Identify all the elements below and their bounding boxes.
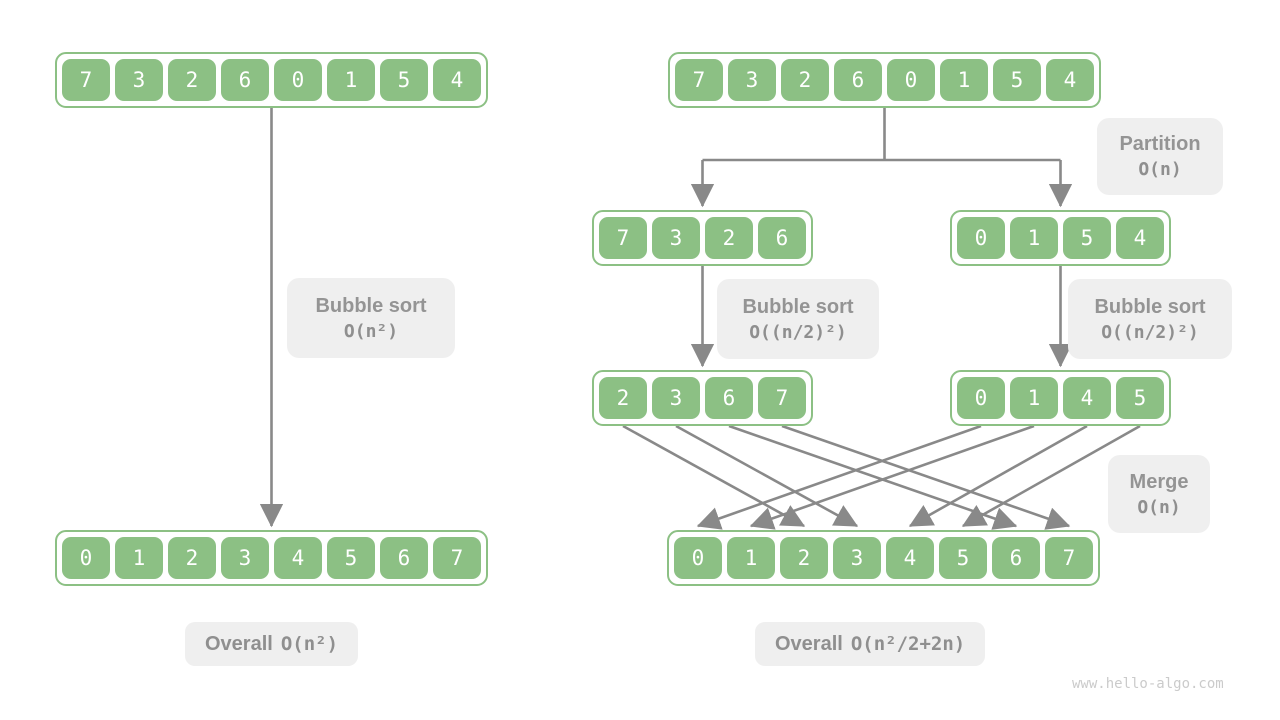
array-cell: 1 [940,59,988,101]
label-title: Merge [1129,470,1189,493]
array-cell: 4 [433,59,481,101]
array-cell: 7 [62,59,110,101]
array-cell: 3 [221,537,269,579]
array-cell: 3 [833,537,881,579]
overall-complexity: O(n²/2+2n) [850,633,966,655]
array-cell: 2 [781,59,829,101]
array-cell: 6 [992,537,1040,579]
overall-prefix: Overall [775,632,843,655]
array-cell: 5 [380,59,428,101]
array-cell: 3 [115,59,163,101]
array-cell: 3 [652,217,700,259]
array-cell: 0 [957,377,1005,419]
right-overall-label: Overall O(n²/2+2n) [755,622,986,666]
label-complexity: O((n/2)²) [1101,321,1199,343]
overall-complexity: O(n²) [280,633,339,655]
array-cell: 1 [115,537,163,579]
right-bubble-sort-label-right: Bubble sort O((n/2)²) [1068,279,1232,359]
array-cell: 2 [168,59,216,101]
array-cell: 0 [674,537,722,579]
label-complexity: O((n/2)²) [749,321,847,343]
array-cell: 7 [433,537,481,579]
array-cell: 5 [993,59,1041,101]
right-bubble-sort-label-left: Bubble sort O((n/2)²) [717,279,879,359]
merge-label: Merge O(n) [1108,455,1210,533]
array-cell: 2 [705,217,753,259]
array-cell: 2 [780,537,828,579]
array-cell: 5 [1063,217,1111,259]
array-cell: 7 [675,59,723,101]
left-overall-label: Overall O(n²) [185,622,359,666]
array-cell: 6 [705,377,753,419]
array-cell: 1 [1010,217,1058,259]
array-cell: 4 [1116,217,1164,259]
array-cell: 2 [599,377,647,419]
label-title: Bubble sort [315,294,427,317]
array-cell: 6 [221,59,269,101]
array-cell: 1 [1010,377,1058,419]
array-cell: 0 [274,59,322,101]
array-cell: 6 [758,217,806,259]
label-complexity: O(n) [1138,159,1182,180]
partition-label: Partition O(n) [1097,118,1223,195]
left-bubble-sort-label: Bubble sort O(n²) [287,278,455,358]
array-cell: 0 [887,59,935,101]
watermark: www.hello-algo.com [1072,676,1224,692]
array-cell: 7 [758,377,806,419]
label-title: Bubble sort [1094,295,1206,318]
array-cell: 5 [327,537,375,579]
array-cell: 4 [274,537,322,579]
label-complexity: O(n) [1137,496,1181,518]
overall-prefix: Overall [205,632,273,655]
array-cell: 3 [728,59,776,101]
array-cell: 7 [599,217,647,259]
array-cell: 3 [652,377,700,419]
label-title: Partition [1119,133,1201,155]
array-cell: 2 [168,537,216,579]
array-cell: 0 [62,537,110,579]
array-cell: 1 [727,537,775,579]
array-cell: 5 [939,537,987,579]
array-cell: 6 [834,59,882,101]
label-title: Bubble sort [742,295,854,318]
label-complexity: O(n²) [343,320,399,342]
array-cell: 7 [1045,537,1093,579]
array-cell: 4 [1063,377,1111,419]
array-cell: 4 [1046,59,1094,101]
array-cell: 4 [886,537,934,579]
array-cell: 1 [327,59,375,101]
array-cell: 6 [380,537,428,579]
array-cell: 5 [1116,377,1164,419]
array-cell: 0 [957,217,1005,259]
